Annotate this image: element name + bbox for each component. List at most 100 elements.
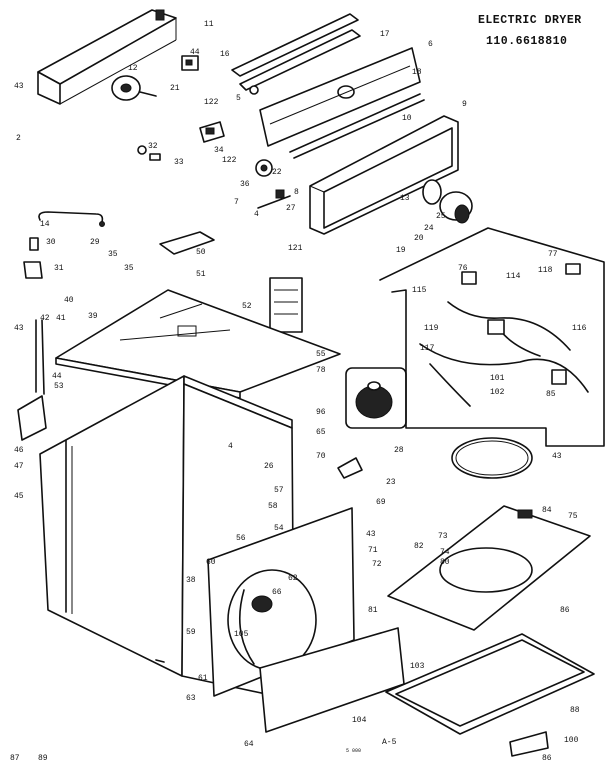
part-label: 118 <box>538 266 553 275</box>
part-label: 73 <box>438 532 448 541</box>
terminal-block-31 <box>23 261 43 279</box>
part-label: 42 <box>40 314 50 323</box>
part-label: 41 <box>56 314 66 323</box>
part-label: 50 <box>196 248 206 257</box>
switch-block <box>181 55 199 71</box>
part-label: 44 <box>190 48 200 57</box>
part-label: 86 <box>542 754 552 763</box>
sensor-wire <box>38 211 105 227</box>
part-label: 13 <box>400 194 410 203</box>
part-label: 35 <box>108 250 118 259</box>
part-label: 81 <box>368 606 378 615</box>
control-knobs <box>422 179 473 224</box>
part-label: 7 <box>234 198 239 207</box>
part-label: 104 <box>352 716 367 725</box>
part-label: 114 <box>506 272 521 281</box>
part-label: 119 <box>424 324 439 333</box>
part-label: 117 <box>420 344 435 353</box>
part-label: 59 <box>186 628 196 637</box>
part-label: 56 <box>236 534 246 543</box>
part-label: 72 <box>372 560 382 569</box>
part-label: 44 <box>52 372 62 381</box>
small-hardware-a <box>137 145 161 161</box>
panel-housing <box>309 115 459 235</box>
wiring-harness-box <box>379 227 605 447</box>
part-label: 74 <box>440 548 450 557</box>
part-label: 9 <box>462 100 467 109</box>
part-label: 76 <box>458 264 468 273</box>
part-label: 100 <box>564 736 579 745</box>
rear-top-panel <box>37 9 177 105</box>
part-label: 5 <box>236 94 241 103</box>
part-label: 30 <box>46 238 56 247</box>
part-label: 70 <box>316 452 326 461</box>
part-label: 51 <box>196 270 206 279</box>
part-label: 34 <box>214 146 224 155</box>
title-line-1: ELECTRIC DRYER <box>478 14 582 27</box>
part-label: 63 <box>186 694 196 703</box>
part-label: 122 <box>222 156 237 165</box>
part-label: 4 <box>254 210 259 219</box>
part-label: 26 <box>264 462 274 471</box>
part-label: 11 <box>204 20 214 29</box>
part-label: 101 <box>490 374 505 383</box>
part-label: 116 <box>572 324 587 333</box>
part-label: 4 <box>228 442 233 451</box>
part-label: 82 <box>414 542 424 551</box>
part-label: 96 <box>316 408 326 417</box>
top-pad-35 <box>159 231 215 255</box>
drum-support <box>387 505 591 631</box>
part-label: 58 <box>268 502 278 511</box>
part-label: 22 <box>272 168 282 177</box>
part-label: 19 <box>396 246 406 255</box>
part-label: 54 <box>274 524 284 533</box>
idler-23 <box>337 457 363 479</box>
part-label: 29 <box>90 238 100 247</box>
footnote: 5 000 <box>346 748 361 754</box>
part-label: 75 <box>568 512 578 521</box>
part-label: 86 <box>560 606 570 615</box>
part-label: 53 <box>54 382 64 391</box>
lamp-socket <box>255 159 273 177</box>
part-label: 80 <box>440 558 450 567</box>
part-label: 6 <box>428 40 433 49</box>
part-label: 64 <box>244 740 254 749</box>
part-label: 85 <box>546 390 556 399</box>
part-label: 43 <box>14 324 24 333</box>
part-label: 66 <box>272 588 282 597</box>
drive-belt <box>451 437 533 479</box>
part-label: 45 <box>14 492 24 501</box>
panel-lower-rail <box>289 93 425 159</box>
part-label: 23 <box>386 478 396 487</box>
part-label: 16 <box>220 50 230 59</box>
door-switch <box>199 121 225 143</box>
part-label: 43 <box>14 82 24 91</box>
bracket-27 <box>257 189 291 209</box>
part-label: 55 <box>316 350 326 359</box>
part-label: 84 <box>542 506 552 515</box>
part-label: 24 <box>424 224 434 233</box>
part-label: 2 <box>16 134 21 143</box>
part-label: 12 <box>128 64 138 73</box>
part-label: 61 <box>198 674 208 683</box>
part-label: 77 <box>548 250 558 259</box>
part-label: 32 <box>148 142 158 151</box>
base-plate <box>385 633 595 735</box>
part-label: 62 <box>288 574 298 583</box>
part-label: 35 <box>124 264 134 273</box>
part-label: 8 <box>294 188 299 197</box>
part-label: 20 <box>414 234 424 243</box>
fuse-30 <box>29 237 39 251</box>
part-label: 105 <box>234 630 249 639</box>
part-label: 122 <box>204 98 219 107</box>
leveling-foot <box>509 731 549 757</box>
part-label: 52 <box>242 302 252 311</box>
part-label: 21 <box>170 84 180 93</box>
title-block: ELECTRIC DRYER 110.6618810 <box>478 14 582 48</box>
part-label: 40 <box>64 296 74 305</box>
blower-assembly <box>345 367 407 429</box>
page-reference: A-5 <box>382 738 397 747</box>
part-label: 25 <box>436 212 446 221</box>
part-label: 121 <box>288 244 303 253</box>
